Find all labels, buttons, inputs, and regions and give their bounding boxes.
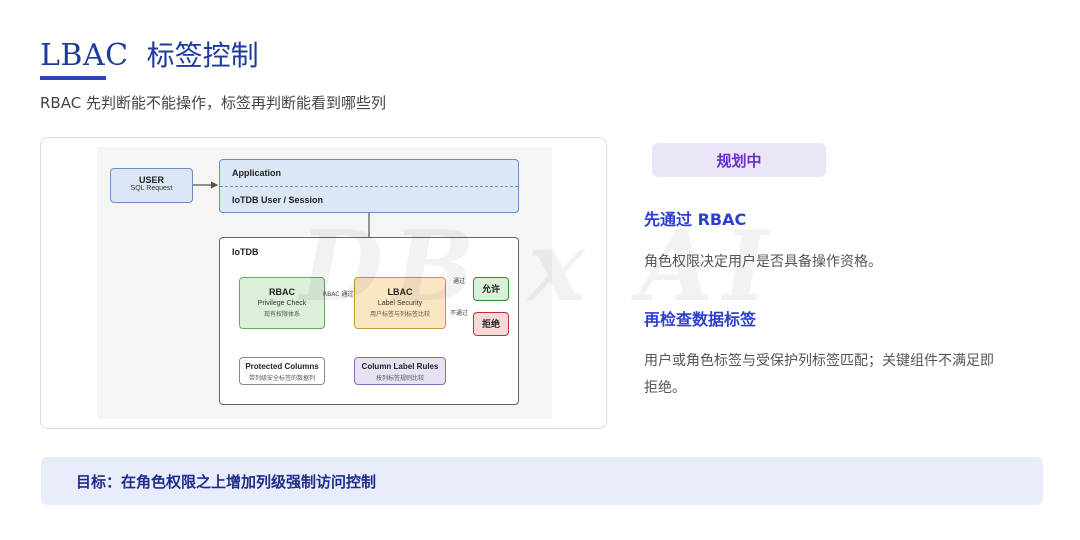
rbac-sub: Privilege Check	[257, 300, 307, 307]
section-text-labels: 用户或角色标签与受保护列标签匹配；关键组件不满足即拒绝。	[644, 353, 994, 396]
deny-box: 拒绝	[473, 312, 509, 336]
goal-bar: 目标：在角色权限之上增加列级强制访问控制	[41, 457, 1043, 505]
lbac-title: LBAC	[387, 287, 413, 297]
lbac-note: 用户标签与列标签比较	[369, 312, 430, 318]
title-underline	[40, 76, 106, 80]
user-sub: SQL Request	[130, 185, 173, 192]
user-box: USER SQL Request	[110, 168, 193, 203]
rbac-box: RBAC Privilege Check 现有权限体系	[239, 277, 325, 329]
diagram-canvas: USER SQL Request Application IoTDB User …	[97, 147, 552, 419]
rbac-title: RBAC	[269, 287, 295, 297]
application-box: Application IoTDB User / Session	[219, 159, 519, 213]
allow-label: 允许	[481, 284, 500, 294]
subtitle: RBAC 先判断能不能操作，标签再判断能看到哪些列	[40, 94, 386, 112]
protected-title: Protected Columns	[245, 362, 319, 371]
rules-title: Column Label Rules	[361, 362, 439, 371]
rbac-note: 现有权限体系	[263, 312, 300, 318]
protected-columns-box: Protected Columns 带列级安全标签的数据列	[239, 357, 325, 385]
section-heading-labels: 再检查数据标签	[644, 310, 757, 329]
user-title: USER	[138, 175, 164, 185]
allow-box: 允许	[473, 277, 509, 301]
rules-note: 按列标签规则比较	[375, 376, 424, 382]
fail-label: 不通过	[450, 310, 469, 317]
title-en: LBAC	[40, 38, 129, 73]
goal-text: 目标：在角色权限之上增加列级强制访问控制	[76, 472, 377, 491]
rbac-pass-label: RBAC 通过	[323, 291, 354, 298]
section-heading-rbac: 先通过 RBAC	[644, 210, 747, 229]
page-title: LBAC 标签控制	[40, 34, 259, 74]
iotdb-label: IoTDB	[232, 247, 259, 257]
application-session: IoTDB User / Session	[232, 195, 324, 205]
application-title: Application	[232, 168, 281, 178]
lbac-sub: Label Security	[377, 300, 423, 307]
status-badge: 规划中	[652, 143, 826, 177]
protected-note: 带列级安全标签的数据列	[248, 376, 315, 382]
column-label-rules-box: Column Label Rules 按列标签规则比较	[354, 357, 446, 385]
application-divider	[220, 186, 518, 187]
pass-label: 通过	[453, 278, 466, 285]
deny-label: 拒绝	[481, 319, 500, 329]
lbac-box: LBAC Label Security 用户标签与列标签比较	[354, 277, 446, 329]
title-cn: 标签控制	[146, 39, 259, 72]
section-text-rbac: 角色权限决定用户是否具备操作资格。	[644, 254, 882, 270]
